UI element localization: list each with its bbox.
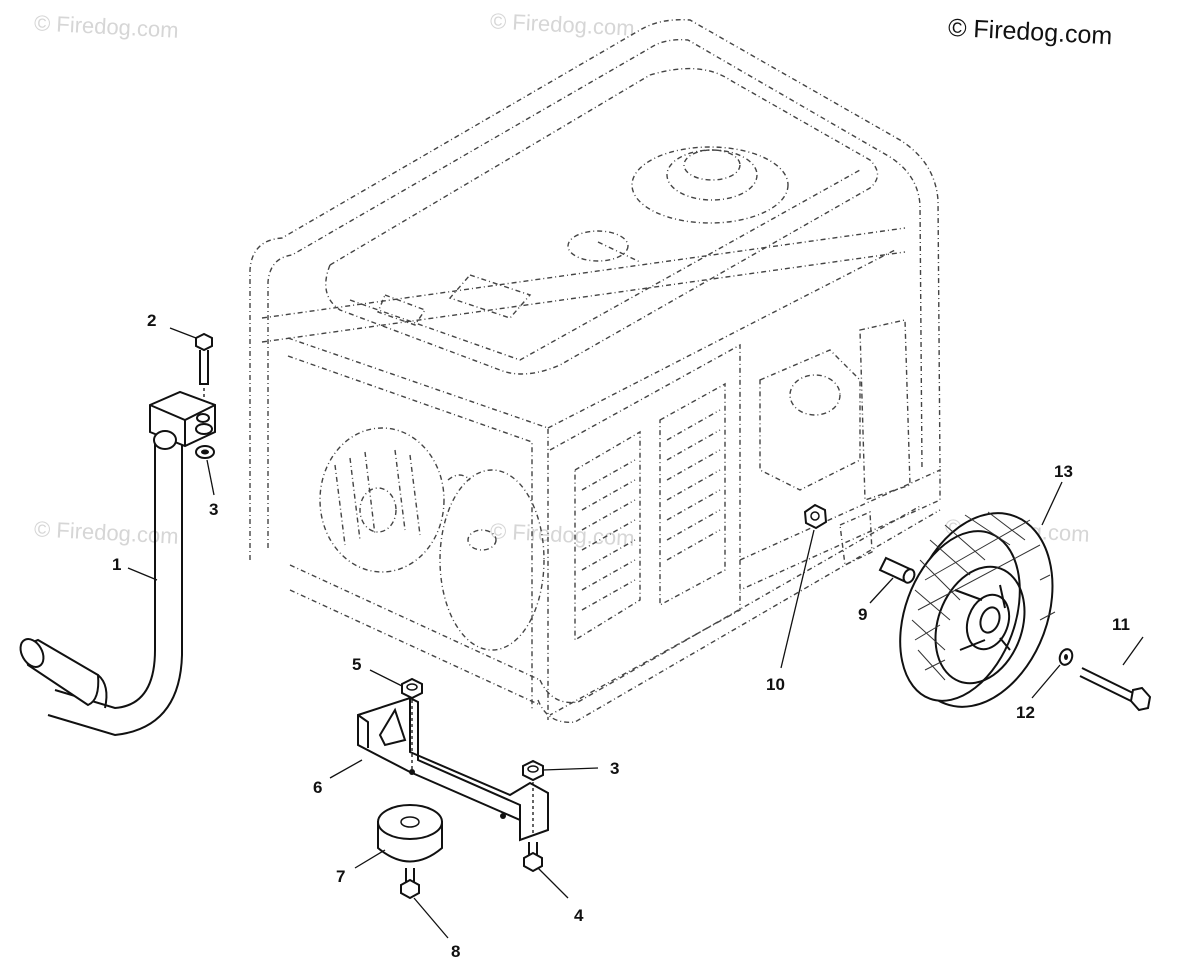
part-4-bolt	[523, 842, 543, 873]
callout-3-upper: 3	[209, 500, 218, 519]
part-3-screw-lower	[522, 759, 544, 782]
part-2-bolt	[195, 332, 213, 400]
part-13-wheel	[899, 511, 1056, 708]
callout-8: 8	[451, 942, 460, 961]
callout-3-lower: 3	[610, 759, 619, 778]
part-12-washer	[1058, 648, 1074, 666]
part-5-screw	[401, 677, 423, 700]
handle-clamp	[149, 390, 216, 450]
callouts: 1 2 3 5 3 6 7 4 8 9 10 12 11 13	[112, 311, 1130, 961]
callout-2: 2	[147, 311, 156, 330]
axle-bracket	[839, 510, 873, 567]
callout-11: 11	[1112, 615, 1130, 634]
callout-1: 1	[112, 555, 121, 574]
callout-7: 7	[336, 867, 345, 886]
callout-4: 4	[574, 906, 584, 925]
part-11-axle-bolt	[1079, 667, 1152, 712]
generator-outline	[249, 19, 941, 724]
part-7-rubber-foot	[377, 804, 443, 863]
callout-9: 9	[858, 605, 867, 624]
part-6-bracket	[357, 696, 549, 842]
callout-6: 6	[313, 778, 322, 797]
callout-10: 10	[766, 675, 785, 694]
part-9-spacer	[878, 556, 916, 584]
part-1-handle	[19, 440, 183, 737]
part-3-nut-upper	[195, 445, 215, 459]
callout-13: 13	[1054, 462, 1073, 481]
callout-12: 12	[1016, 703, 1035, 722]
part-10-nut	[803, 503, 828, 530]
callout-5: 5	[352, 655, 361, 674]
leader-lines	[127, 327, 1144, 939]
part-8-bolt	[400, 868, 420, 900]
